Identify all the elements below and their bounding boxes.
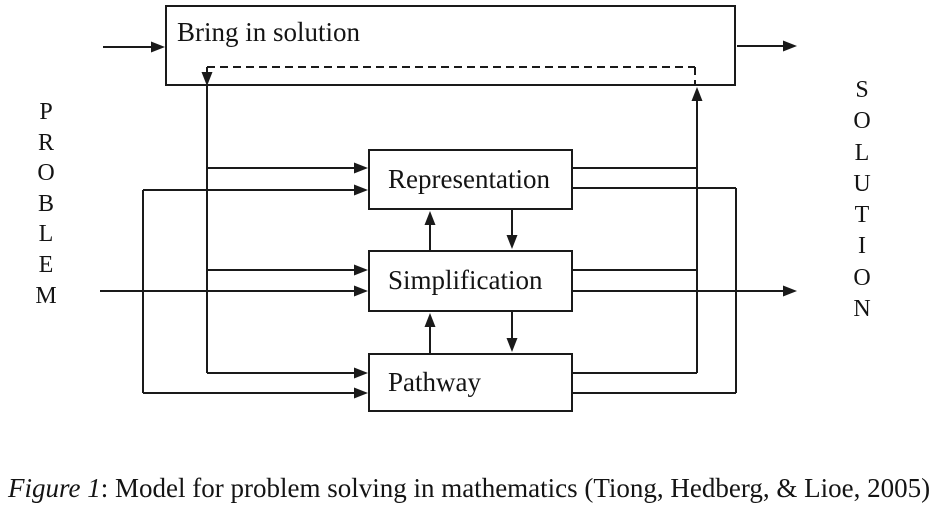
solid-connectors [100, 45, 786, 394]
node-simplification-label: Simplification [388, 265, 543, 296]
arrowheads [151, 40, 797, 399]
vertical-letter: M [35, 282, 57, 309]
vertical-letter: E [38, 251, 54, 278]
node-bring-in-solution: Bring in solution [165, 5, 736, 86]
node-simplification: Simplification [368, 250, 573, 312]
figure-caption-number: Figure 1 [8, 473, 101, 503]
node-representation-label: Representation [388, 163, 550, 194]
node-pathway: Pathway [368, 353, 573, 412]
arrowhead-feedback-down [201, 72, 213, 86]
arrowhead-into-pathway-2 [354, 387, 368, 399]
figure-caption: Figure 1: Model for problem solving in m… [8, 473, 930, 504]
arrowhead-to-solution-top [783, 40, 797, 52]
vertical-letter: I [858, 233, 866, 260]
vertical-letter: N [853, 296, 871, 323]
vertical-letter: R [37, 129, 54, 156]
arrowhead-to-solution-main [783, 285, 797, 297]
vertical-letter: P [39, 99, 53, 125]
arrowhead-down-into-simplification [506, 235, 518, 249]
arrowhead-into-representation-2 [354, 184, 368, 196]
arrowhead-into-bring-bottom [691, 87, 703, 101]
arrowhead-into-bring [151, 41, 165, 53]
arrowhead-into-representation-1 [354, 162, 368, 174]
arrowhead-up-into-representation [424, 211, 436, 225]
node-pathway-label: Pathway [388, 366, 481, 397]
arrowhead-into-simplification-2 [354, 285, 368, 297]
vertical-letter: L [38, 221, 54, 248]
node-representation: Representation [368, 149, 573, 210]
node-bring-in-solution-label: Bring in solution [177, 17, 361, 47]
vertical-letter: T [854, 202, 870, 229]
vertical-letter: O [853, 108, 871, 135]
vertical-letter: B [37, 190, 54, 217]
vertical-letter: S [855, 77, 869, 103]
vertical-letter: O [37, 160, 55, 187]
arrowhead-into-simplification-1 [354, 264, 368, 276]
arrowhead-down-into-pathway [506, 338, 518, 352]
vertical-letter: L [854, 139, 870, 166]
arrowhead-into-pathway-1 [354, 367, 368, 379]
figure-caption-text: : Model for problem solving in mathemati… [100, 473, 931, 503]
arrowhead-up-into-simplification [424, 313, 436, 327]
vertical-letter: U [853, 170, 871, 197]
vertical-letter: O [853, 264, 871, 291]
